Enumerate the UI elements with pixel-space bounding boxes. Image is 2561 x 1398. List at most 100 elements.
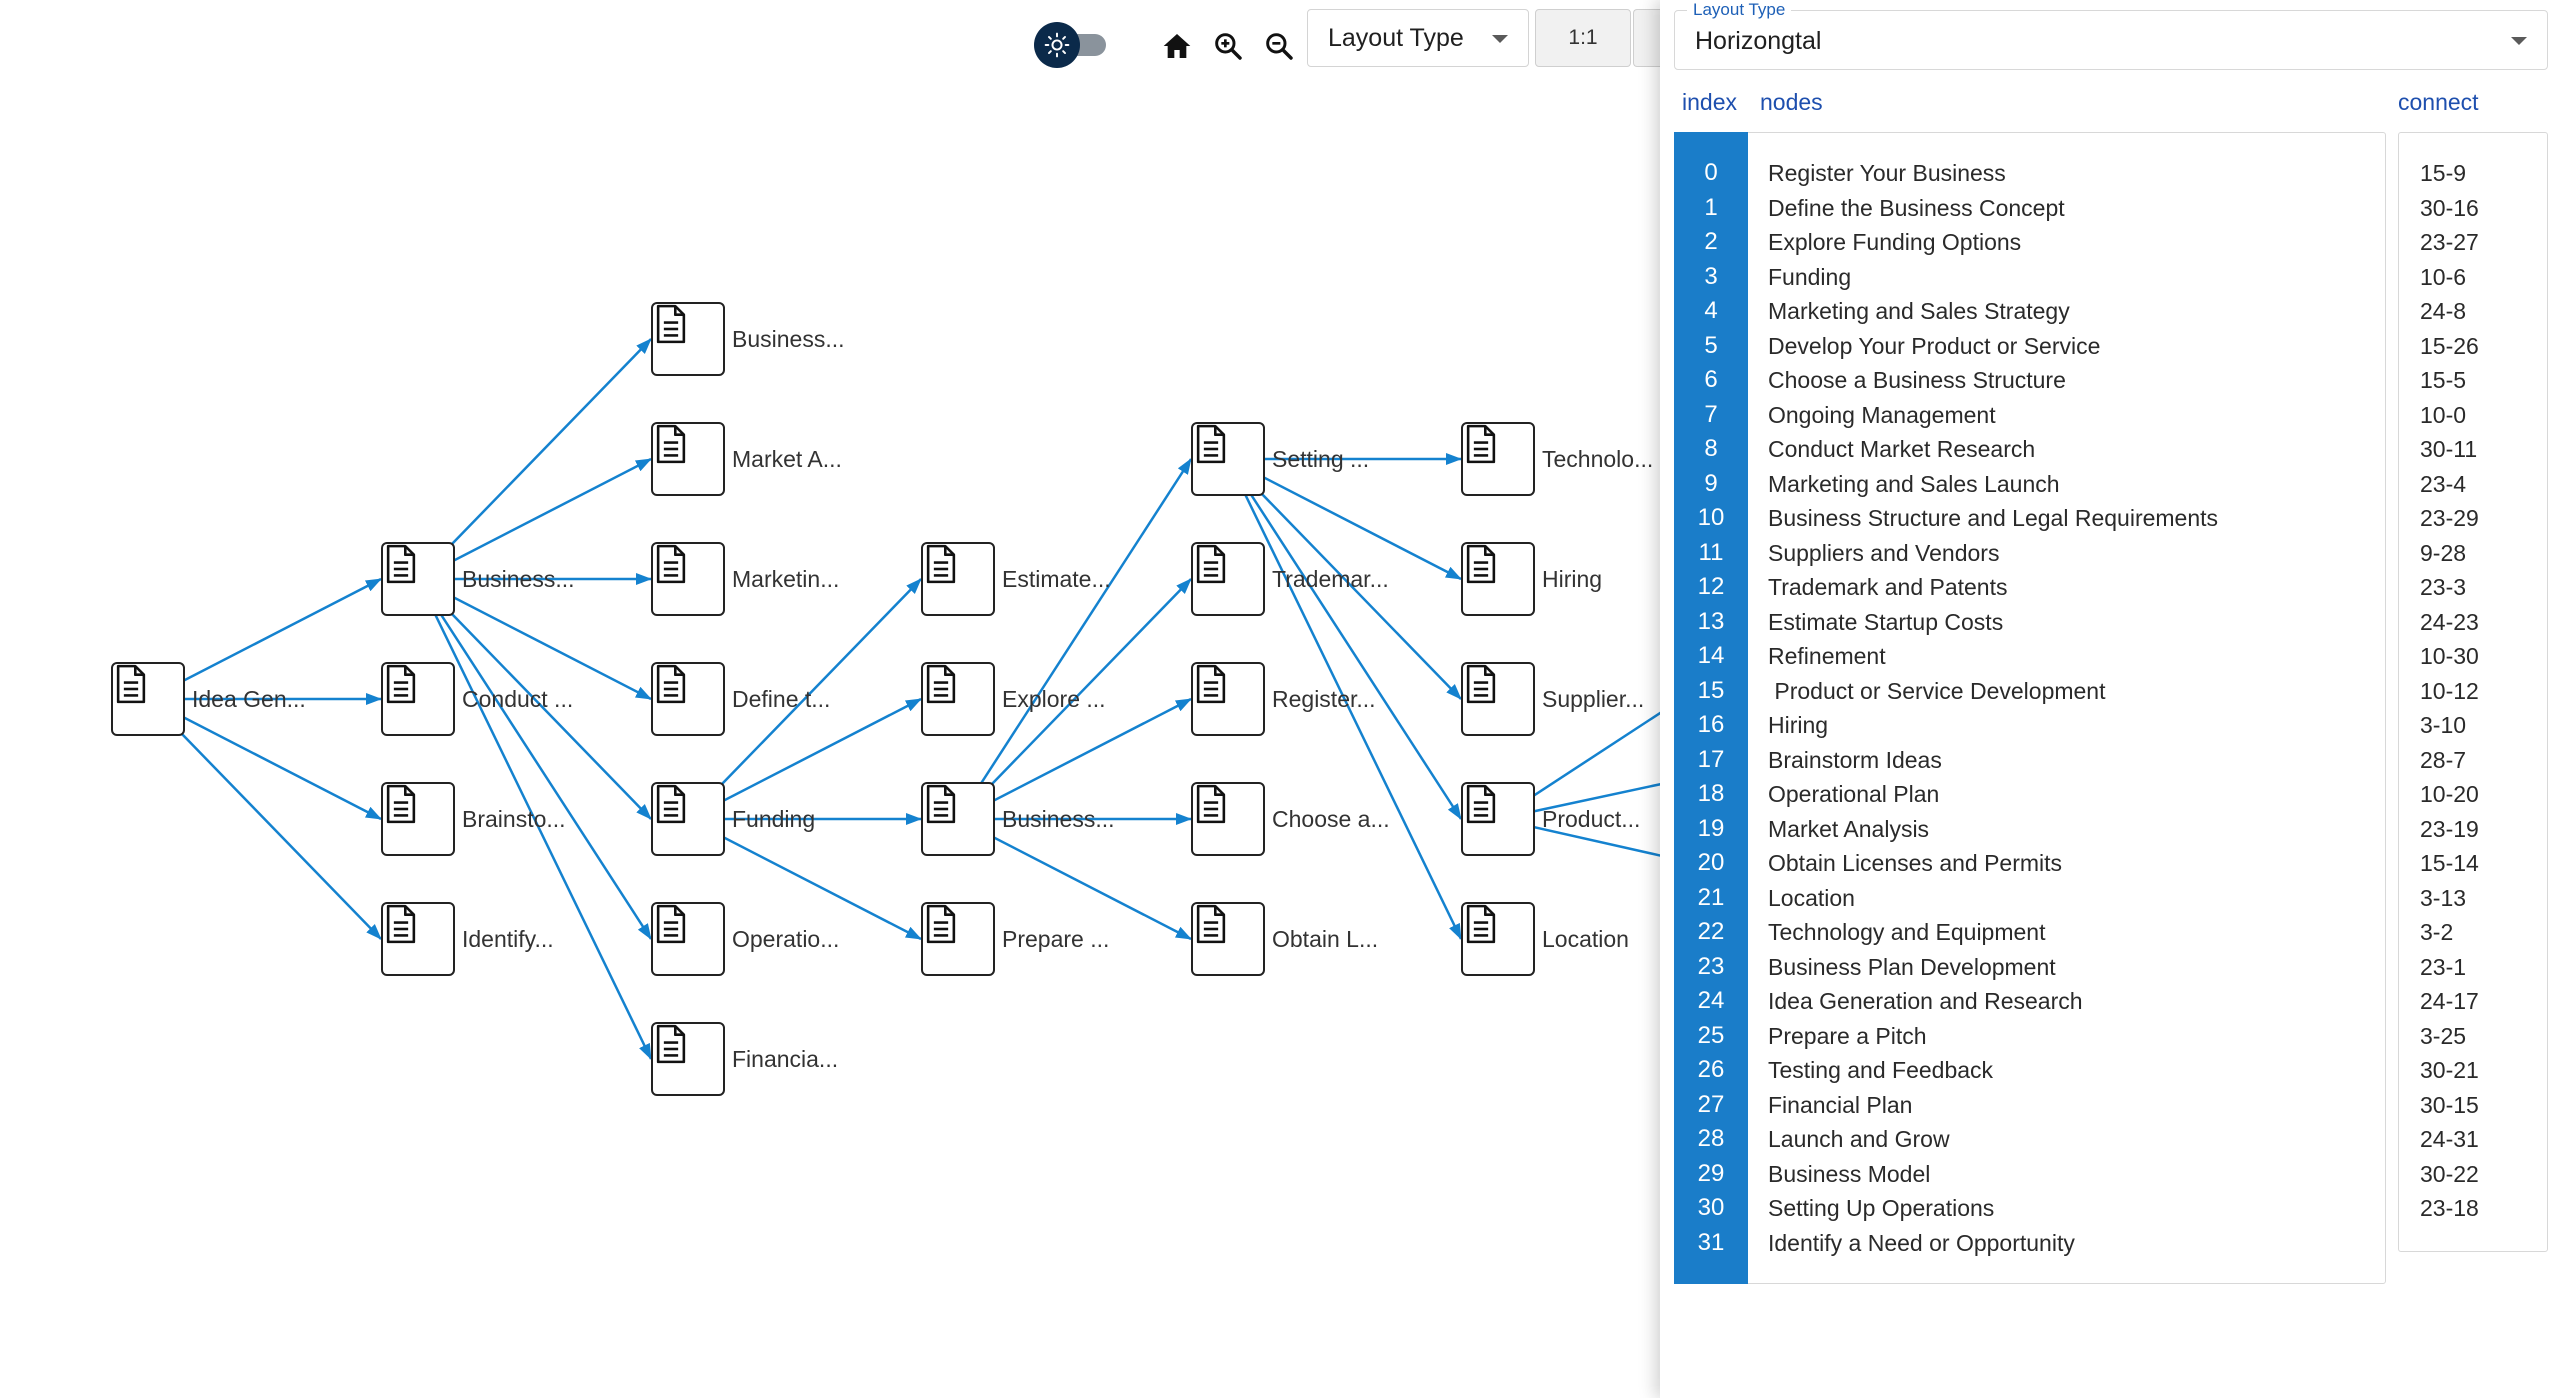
graph-node-label: Trademar... xyxy=(1272,566,1389,592)
index-number: 14 xyxy=(1697,642,1725,669)
node-name-row: Ongoing Management xyxy=(1768,401,1996,428)
node-name-row: Setting Up Operations xyxy=(1768,1195,1995,1221)
graph-node[interactable] xyxy=(1461,782,1535,856)
graph-edge xyxy=(147,577,382,701)
index-number: 7 xyxy=(1704,400,1718,428)
connect-row: 23-19 xyxy=(2420,815,2479,842)
graph-node-label: Business... xyxy=(462,566,575,592)
index-number: 8 xyxy=(1704,435,1718,462)
connect-row: 10-6 xyxy=(2420,263,2467,290)
graph-node[interactable] xyxy=(1191,782,1265,856)
graph-node[interactable] xyxy=(111,662,185,736)
graph-node[interactable] xyxy=(651,302,725,376)
graph-node[interactable] xyxy=(1461,662,1535,736)
node-name-row: Obtain Licenses and Permits xyxy=(1768,850,2063,876)
node-name-row: Conduct Market Research xyxy=(1768,436,2036,462)
layout-type-value: Horizongtal xyxy=(1695,27,1822,55)
connect-textarea[interactable] xyxy=(2398,132,2548,1252)
index-number: 3 xyxy=(1704,262,1718,290)
connect-row: 24-17 xyxy=(2420,988,2479,1014)
graph-edge xyxy=(957,578,1192,820)
graph-edge xyxy=(416,578,653,1060)
graph-node-label: Register... xyxy=(1272,686,1376,712)
graph-node[interactable] xyxy=(1191,542,1265,616)
node-name-row: Location xyxy=(1768,884,1855,911)
connect-row: 24-31 xyxy=(2420,1126,2479,1152)
graph-node[interactable] xyxy=(651,542,725,616)
graph-node[interactable] xyxy=(381,782,455,856)
node-name-row: Explore Funding Options xyxy=(1768,229,2022,255)
connect-row: 3-13 xyxy=(2420,884,2467,911)
node-name-row: Register Your Business xyxy=(1768,160,2006,186)
node-name-row: Choose a Business Structure xyxy=(1768,367,2066,393)
graph-node[interactable] xyxy=(1191,902,1265,976)
index-gutter xyxy=(1674,132,1748,1284)
graph-node[interactable] xyxy=(1461,422,1535,496)
graph-canvas[interactable]: Idea Gen...Business...Conduct ...Brainst… xyxy=(0,0,1660,1398)
graph-edge xyxy=(417,578,652,820)
connect-row: 30-16 xyxy=(2420,194,2479,221)
graph-node[interactable] xyxy=(651,1022,725,1096)
theme-toggle[interactable] xyxy=(1034,22,1108,68)
index-number: 10 xyxy=(1697,504,1725,531)
connect-row: 23-1 xyxy=(2420,953,2467,980)
graph-node-label: Hiring xyxy=(1542,566,1603,592)
graph-edge xyxy=(957,697,1192,821)
connect-row: 3-2 xyxy=(2420,919,2454,945)
graph-node[interactable] xyxy=(921,902,995,976)
graph-node[interactable] xyxy=(1461,902,1535,976)
index-number: 4 xyxy=(1704,297,1718,324)
node-name-row: Identify a Need or Opportunity xyxy=(1768,1229,2075,1256)
node-name-row: Funding xyxy=(1768,263,1852,290)
node-name-row: Develop Your Product or Service xyxy=(1768,332,2101,359)
graph-node-label: Conduct ... xyxy=(462,686,574,712)
graph-node[interactable] xyxy=(651,662,725,736)
graph-node[interactable] xyxy=(921,542,995,616)
graph-node-label: Explore ... xyxy=(1002,686,1106,712)
graph-node[interactable] xyxy=(921,782,995,856)
graph-node-label: Supplier... xyxy=(1542,686,1645,712)
zoom-in-icon[interactable] xyxy=(1208,26,1248,66)
connect-row: 30-21 xyxy=(2420,1057,2479,1083)
graph-edge xyxy=(417,577,652,701)
graph-node-label: Product... xyxy=(1542,806,1641,832)
connect-row: 15-5 xyxy=(2420,367,2467,393)
node-name-row: Market Analysis xyxy=(1768,815,1930,842)
graph-node[interactable] xyxy=(1191,662,1265,736)
node-name-row: Prepare a Pitch xyxy=(1768,1022,1927,1049)
graph-node-label: Operatio... xyxy=(732,926,840,952)
graph-node[interactable] xyxy=(1461,542,1535,616)
zoom-reset-button[interactable]: 1:1 xyxy=(1535,9,1631,67)
graph-edge xyxy=(1226,458,1463,820)
graph-node[interactable] xyxy=(381,662,455,736)
chevron-down-icon xyxy=(1492,35,1508,43)
zoom-out-icon[interactable] xyxy=(1259,26,1299,66)
graph-node[interactable] xyxy=(651,422,725,496)
graph-edge xyxy=(957,817,1192,941)
connect-row: 15-26 xyxy=(2420,332,2479,359)
layout-type-select[interactable]: Layout Type Horizongtal xyxy=(1674,1,2548,70)
index-number: 29 xyxy=(1697,1159,1725,1187)
graph-node[interactable] xyxy=(921,662,995,736)
toolbar-layout-select[interactable]: Layout Type xyxy=(1307,9,1529,67)
graph-node[interactable] xyxy=(1191,422,1265,496)
graph-node-label: Location xyxy=(1542,926,1629,952)
node-name-row: Operational Plan xyxy=(1768,781,1940,807)
graph-node[interactable] xyxy=(381,542,455,616)
connect-row: 3-25 xyxy=(2420,1022,2467,1049)
node-name-row: Define the Business Concept xyxy=(1768,194,2065,221)
index-number: 6 xyxy=(1704,366,1718,393)
node-name-row: Suppliers and Vendors xyxy=(1768,539,2000,566)
index-number: 27 xyxy=(1697,1090,1725,1118)
index-number: 16 xyxy=(1697,711,1725,738)
graph-node[interactable] xyxy=(381,902,455,976)
connect-row: 23-27 xyxy=(2420,229,2479,255)
sun-icon xyxy=(1034,22,1080,68)
index-number: 26 xyxy=(1697,1056,1725,1083)
connect-row: 30-15 xyxy=(2420,1091,2479,1118)
graph-node[interactable] xyxy=(651,902,725,976)
home-icon[interactable] xyxy=(1157,26,1197,66)
connect-column-header: connect xyxy=(2398,89,2479,115)
graph-node[interactable] xyxy=(651,782,725,856)
